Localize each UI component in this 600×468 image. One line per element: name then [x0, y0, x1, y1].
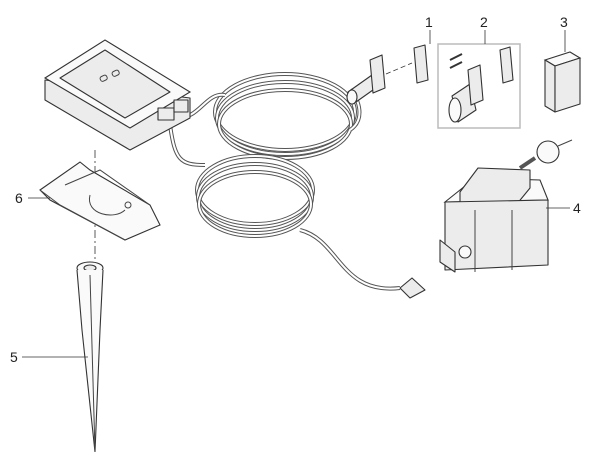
connector-plug	[346, 54, 386, 105]
callout-1: 1	[425, 14, 433, 30]
callout-2: 2	[480, 14, 488, 30]
callout-6: 6	[15, 190, 23, 206]
alignment-line	[385, 62, 413, 75]
callout-5: 5	[10, 349, 18, 365]
mounting-kit-box	[437, 43, 521, 129]
wall-bracket	[413, 44, 429, 84]
controller-unit	[43, 39, 192, 151]
mounting-kit	[448, 46, 514, 123]
ground-stake	[76, 261, 104, 453]
callout-3: 3	[560, 14, 568, 30]
cable-coil-lower	[168, 124, 401, 291]
cable-coil-upper	[174, 72, 362, 160]
sensor-block	[543, 51, 582, 113]
callout-4: 4	[573, 200, 581, 216]
transformer	[399, 139, 573, 299]
holder	[39, 161, 161, 241]
